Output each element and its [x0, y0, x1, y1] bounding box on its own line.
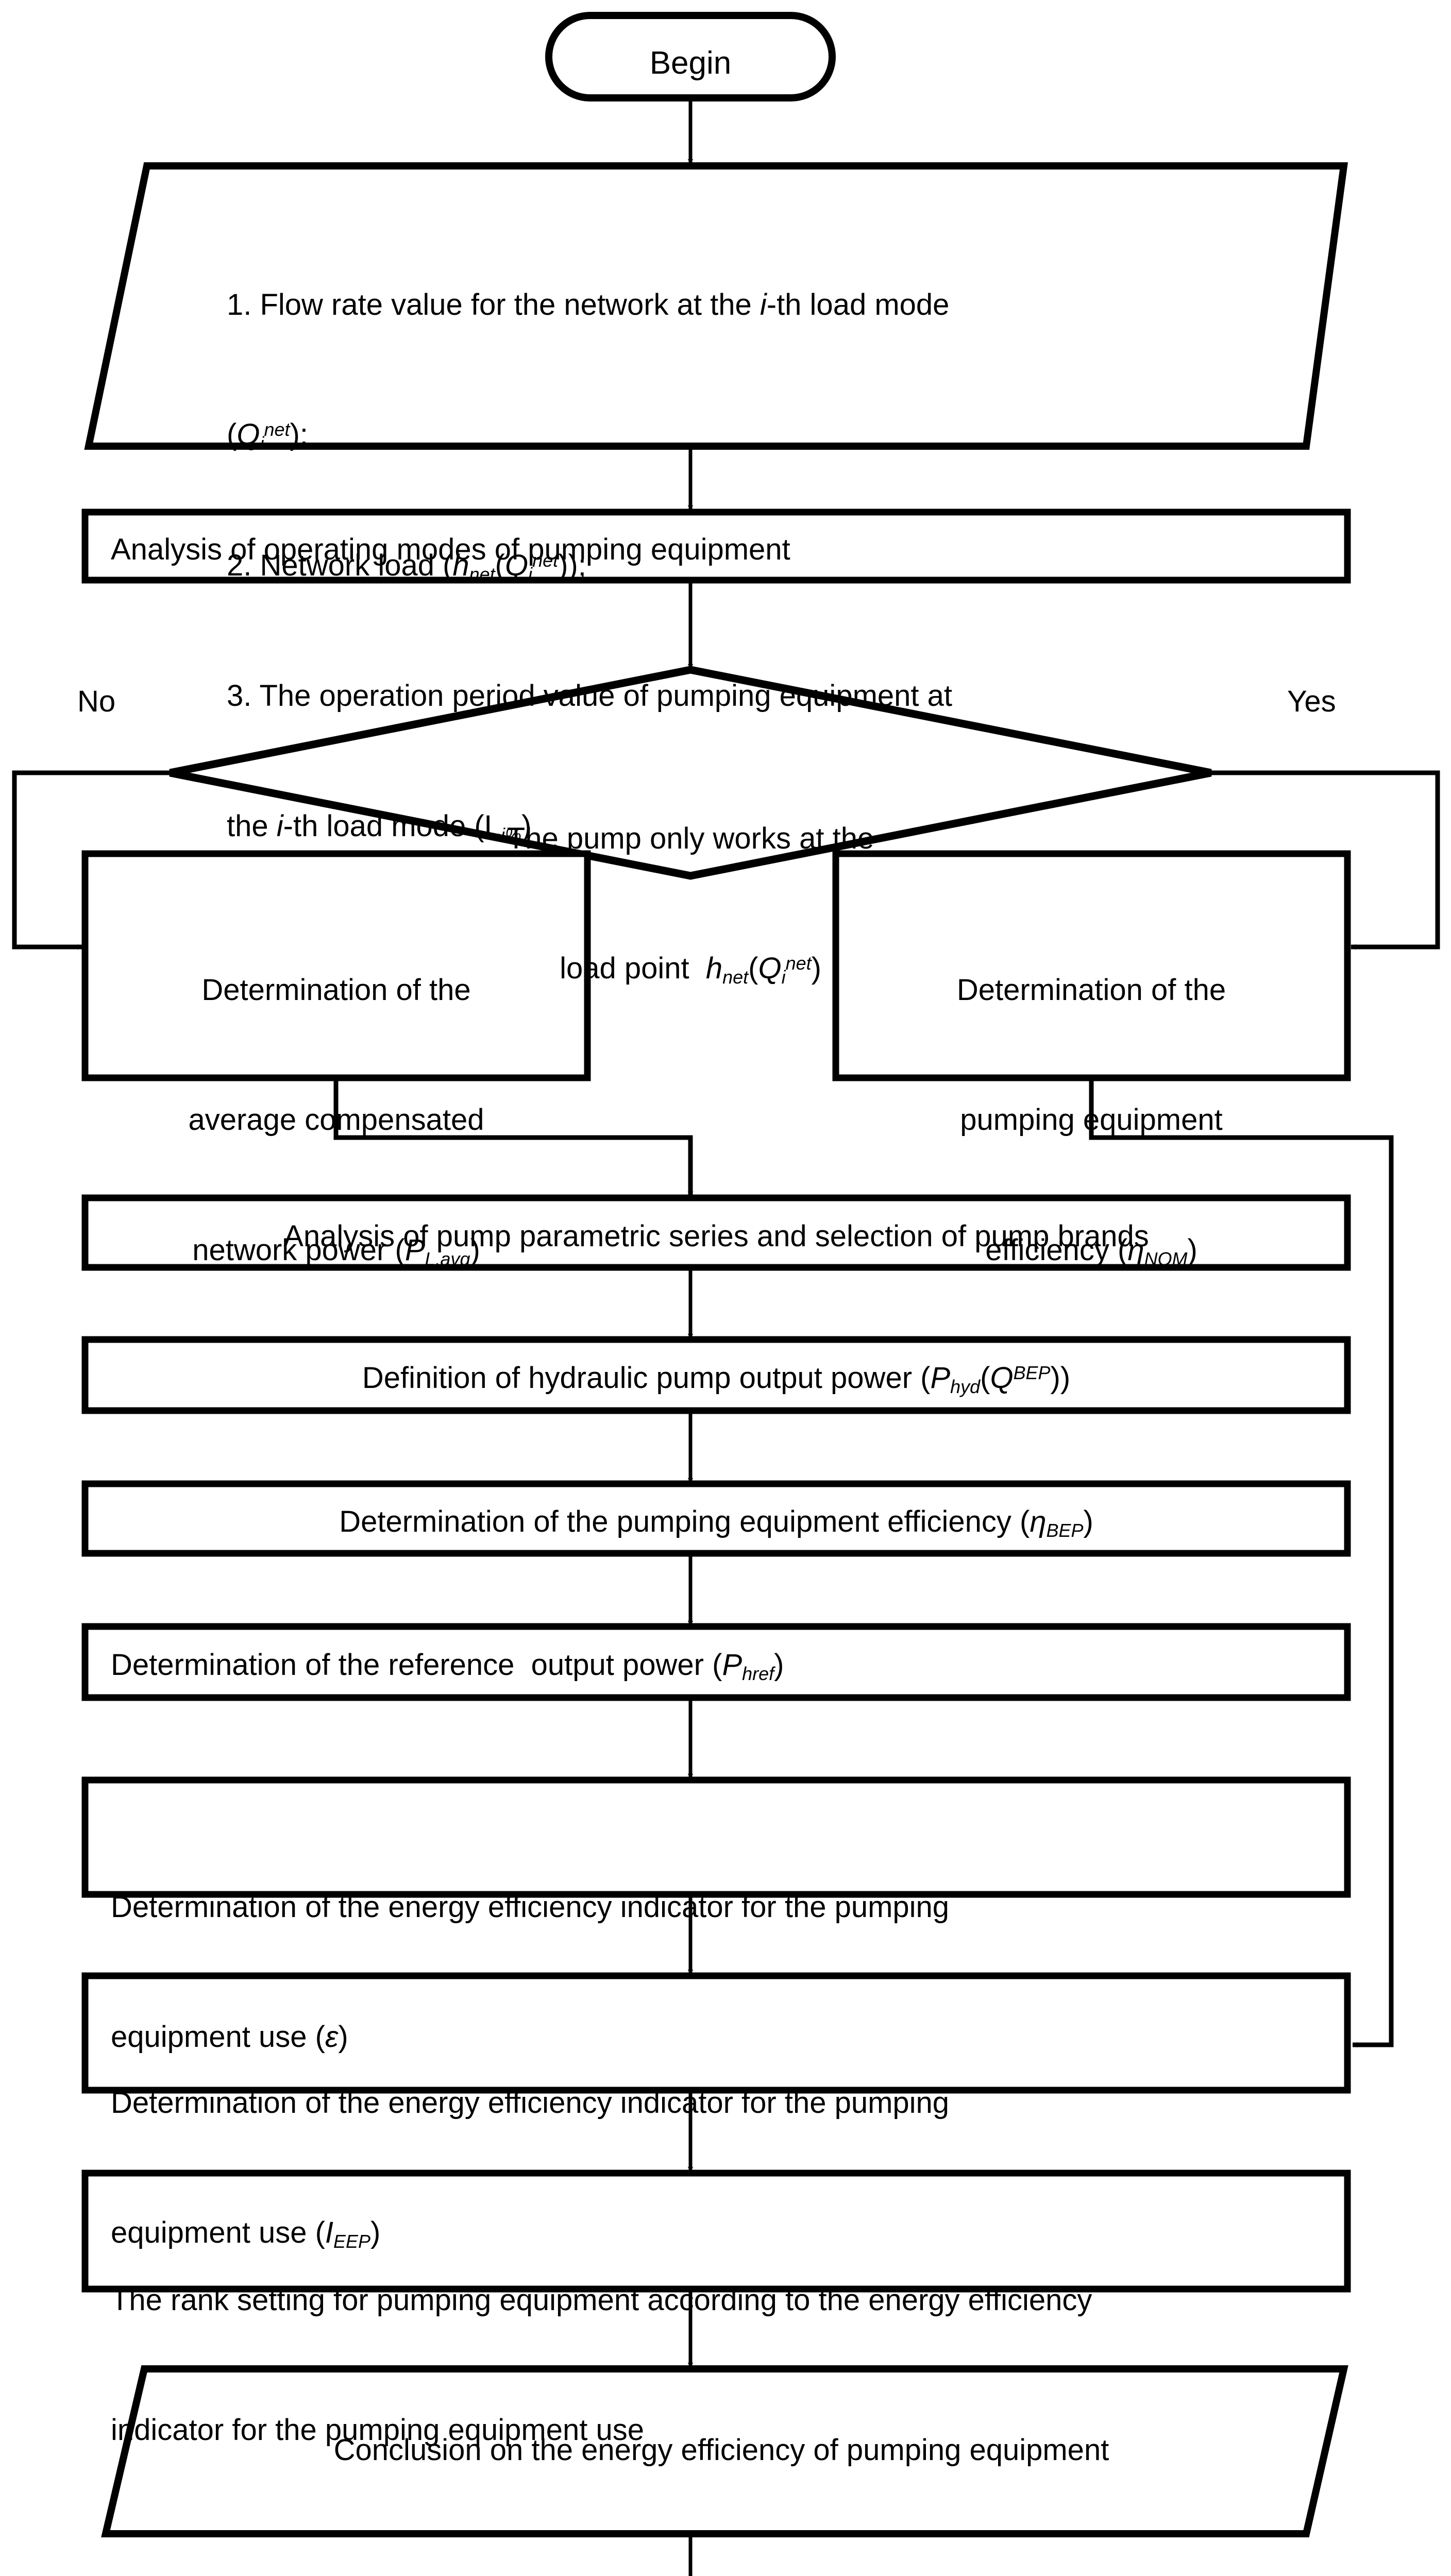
right-branch-box-shape: [832, 850, 1351, 1081]
hydraulic-power-box-shape: [81, 1336, 1351, 1414]
left-branch-box-shape: [81, 850, 591, 1081]
rank-setting-box-shape: [81, 2170, 1351, 2293]
eps-indicator-box-shape: [81, 1776, 1351, 1898]
conclusion-parallelogram-shape: [101, 2365, 1348, 2537]
efficiency-bep-box-shape: [81, 1480, 1351, 1557]
parametric-series-box-shape: [81, 1194, 1351, 1271]
decision-diamond-shape: [169, 666, 1212, 880]
connector-yes-branch: [1211, 770, 1440, 950]
reference-power-box-shape: [81, 1623, 1351, 1701]
connector-no-branch: [12, 770, 170, 950]
input-parallelogram-shape: [84, 162, 1348, 450]
analysis-modes-box-shape: [81, 509, 1351, 584]
connector-right-branch-to-ieep: [1089, 1078, 1394, 2048]
begin-terminator-shape: [545, 12, 836, 101]
connector-left-branch-to-parametric: [333, 1078, 694, 1197]
ieep-indicator-box-shape: [81, 1972, 1351, 2094]
